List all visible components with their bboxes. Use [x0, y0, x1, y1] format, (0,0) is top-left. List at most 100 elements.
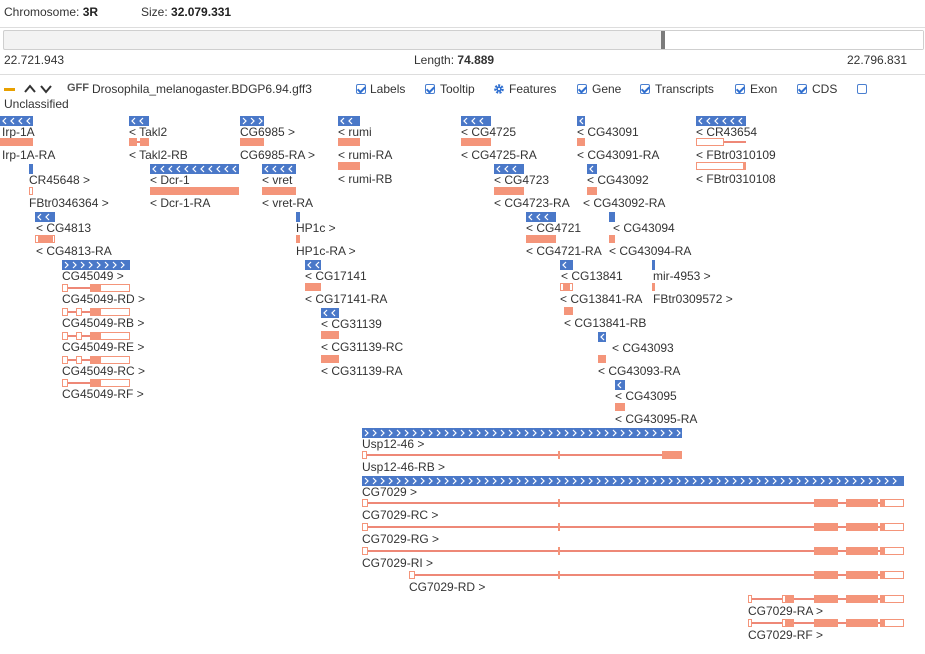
cds-box[interactable]: [90, 379, 100, 387]
feature-label[interactable]: < CG43093: [612, 341, 674, 355]
utr-box[interactable]: [62, 284, 68, 292]
feature-label[interactable]: < Dcr-1-RA: [150, 196, 210, 210]
gene-bar[interactable]: [615, 380, 625, 390]
cds-box[interactable]: [814, 523, 838, 531]
utr-box[interactable]: [362, 451, 367, 459]
feature-label[interactable]: < Takl2-RB: [129, 148, 188, 162]
cds-box[interactable]: [880, 595, 884, 603]
minus-icon[interactable]: [4, 88, 15, 91]
utr-box[interactable]: [362, 499, 368, 507]
feature-label[interactable]: Usp12-46 >: [362, 437, 424, 451]
feature-label[interactable]: FBtr0309572 >: [653, 292, 733, 306]
transcripts-option[interactable]: Transcripts: [655, 82, 714, 96]
utr-box[interactable]: [884, 595, 904, 603]
cds-box[interactable]: [90, 284, 100, 292]
exon-checkbox[interactable]: [735, 84, 745, 94]
feature-label[interactable]: < CG43094: [613, 221, 675, 235]
navigator-handle[interactable]: [661, 31, 665, 49]
feature-label[interactable]: < CG43092: [587, 173, 649, 187]
feature-label[interactable]: < CG13841-RB: [564, 316, 646, 330]
gene-bar[interactable]: [494, 164, 524, 174]
feature-label[interactable]: < FBtr0310109: [696, 148, 776, 162]
cds-box[interactable]: [558, 499, 560, 507]
gene-bar[interactable]: [29, 164, 33, 174]
feature-label[interactable]: FBtr0346364 >: [29, 196, 109, 210]
gene-bar[interactable]: [129, 116, 149, 126]
utr-box[interactable]: [76, 356, 82, 364]
cds-box[interactable]: [90, 332, 100, 340]
feature-label[interactable]: Irp-1A-RA: [2, 148, 55, 162]
feature-label[interactable]: < CG13841: [561, 269, 623, 283]
cds-box[interactable]: [880, 571, 884, 579]
labels-option[interactable]: Labels: [370, 82, 406, 96]
navigator-right-region[interactable]: [665, 31, 923, 49]
utr-box[interactable]: [29, 187, 33, 195]
utr-box[interactable]: [62, 308, 68, 316]
exon-option[interactable]: Exon: [750, 82, 778, 96]
transcripts-checkbox[interactable]: [640, 84, 650, 94]
cds-box[interactable]: [90, 356, 100, 364]
cds-box[interactable]: [563, 283, 570, 291]
gene-bar[interactable]: [652, 260, 655, 270]
feature-label[interactable]: < CG43095-RA: [615, 412, 697, 426]
gene-bar[interactable]: [262, 164, 296, 174]
gene-bar[interactable]: [560, 260, 573, 270]
cds-box[interactable]: [587, 187, 597, 195]
gene-bar[interactable]: [696, 116, 746, 126]
cds-box[interactable]: [786, 595, 794, 603]
feature-label[interactable]: < CG4813-RA: [36, 244, 112, 258]
cds-box[interactable]: [814, 499, 838, 507]
feature-label[interactable]: < CR43654: [696, 125, 757, 139]
feature-label[interactable]: < CG43091-RA: [577, 148, 659, 162]
gene-bar[interactable]: [321, 308, 339, 318]
feature-label[interactable]: CG45049-RB >: [62, 316, 144, 330]
feature-label[interactable]: < vret: [262, 173, 293, 187]
cds-box[interactable]: [38, 235, 53, 243]
feature-label[interactable]: < CG17141-RA: [305, 292, 387, 306]
cds-box[interactable]: [846, 523, 878, 531]
utr-box[interactable]: [76, 308, 82, 316]
feature-label[interactable]: < vret-RA: [262, 196, 313, 210]
cds-box[interactable]: [615, 403, 625, 411]
utr-box[interactable]: [62, 356, 68, 364]
gene-bar[interactable]: [587, 164, 597, 174]
feature-label[interactable]: < CG4813: [36, 221, 91, 235]
cds-box[interactable]: [744, 162, 746, 170]
cds-box[interactable]: [609, 235, 615, 243]
feature-label[interactable]: < FBtr0310108: [696, 172, 776, 186]
feature-label[interactable]: < CG4721: [526, 221, 581, 235]
cds-box[interactable]: [846, 547, 878, 555]
gene-bar[interactable]: [461, 116, 491, 126]
feature-label[interactable]: < CG43094-RA: [609, 244, 691, 258]
feature-label[interactable]: < CG17141: [305, 269, 367, 283]
cds-box[interactable]: [846, 499, 878, 507]
gene-bar[interactable]: [577, 116, 585, 126]
gene-checkbox[interactable]: [577, 84, 587, 94]
utr-box[interactable]: [884, 499, 904, 507]
gene-bar[interactable]: [598, 332, 606, 342]
feature-label[interactable]: < CG31139-RC: [321, 340, 403, 354]
utr-box[interactable]: [62, 332, 68, 340]
cds-box[interactable]: [652, 283, 655, 291]
feature-label[interactable]: CG6985 >: [240, 125, 295, 139]
gene-option[interactable]: Gene: [592, 82, 622, 96]
cds-box[interactable]: [558, 451, 560, 459]
cds-box[interactable]: [90, 308, 100, 316]
feature-label[interactable]: CG7029-RD >: [409, 580, 485, 594]
feature-label[interactable]: CG7029-RA >: [748, 604, 823, 618]
cds-box[interactable]: [558, 523, 560, 531]
feature-label[interactable]: < CG43092-RA: [583, 196, 665, 210]
cds-box[interactable]: [814, 547, 838, 555]
feature-label[interactable]: HP1c >: [296, 221, 336, 235]
feature-label[interactable]: < rumi: [338, 125, 372, 139]
labels-checkbox[interactable]: [356, 84, 366, 94]
cds-box[interactable]: [262, 187, 296, 195]
utr-box[interactable]: [748, 619, 752, 627]
tooltip-checkbox[interactable]: [425, 84, 435, 94]
cds-box[interactable]: [846, 571, 878, 579]
utr-box[interactable]: [362, 523, 368, 531]
cds-box[interactable]: [140, 138, 149, 146]
feature-label[interactable]: Irp-1A: [2, 125, 35, 139]
cds-box[interactable]: [814, 571, 838, 579]
feature-label[interactable]: < CG4725: [461, 125, 516, 139]
